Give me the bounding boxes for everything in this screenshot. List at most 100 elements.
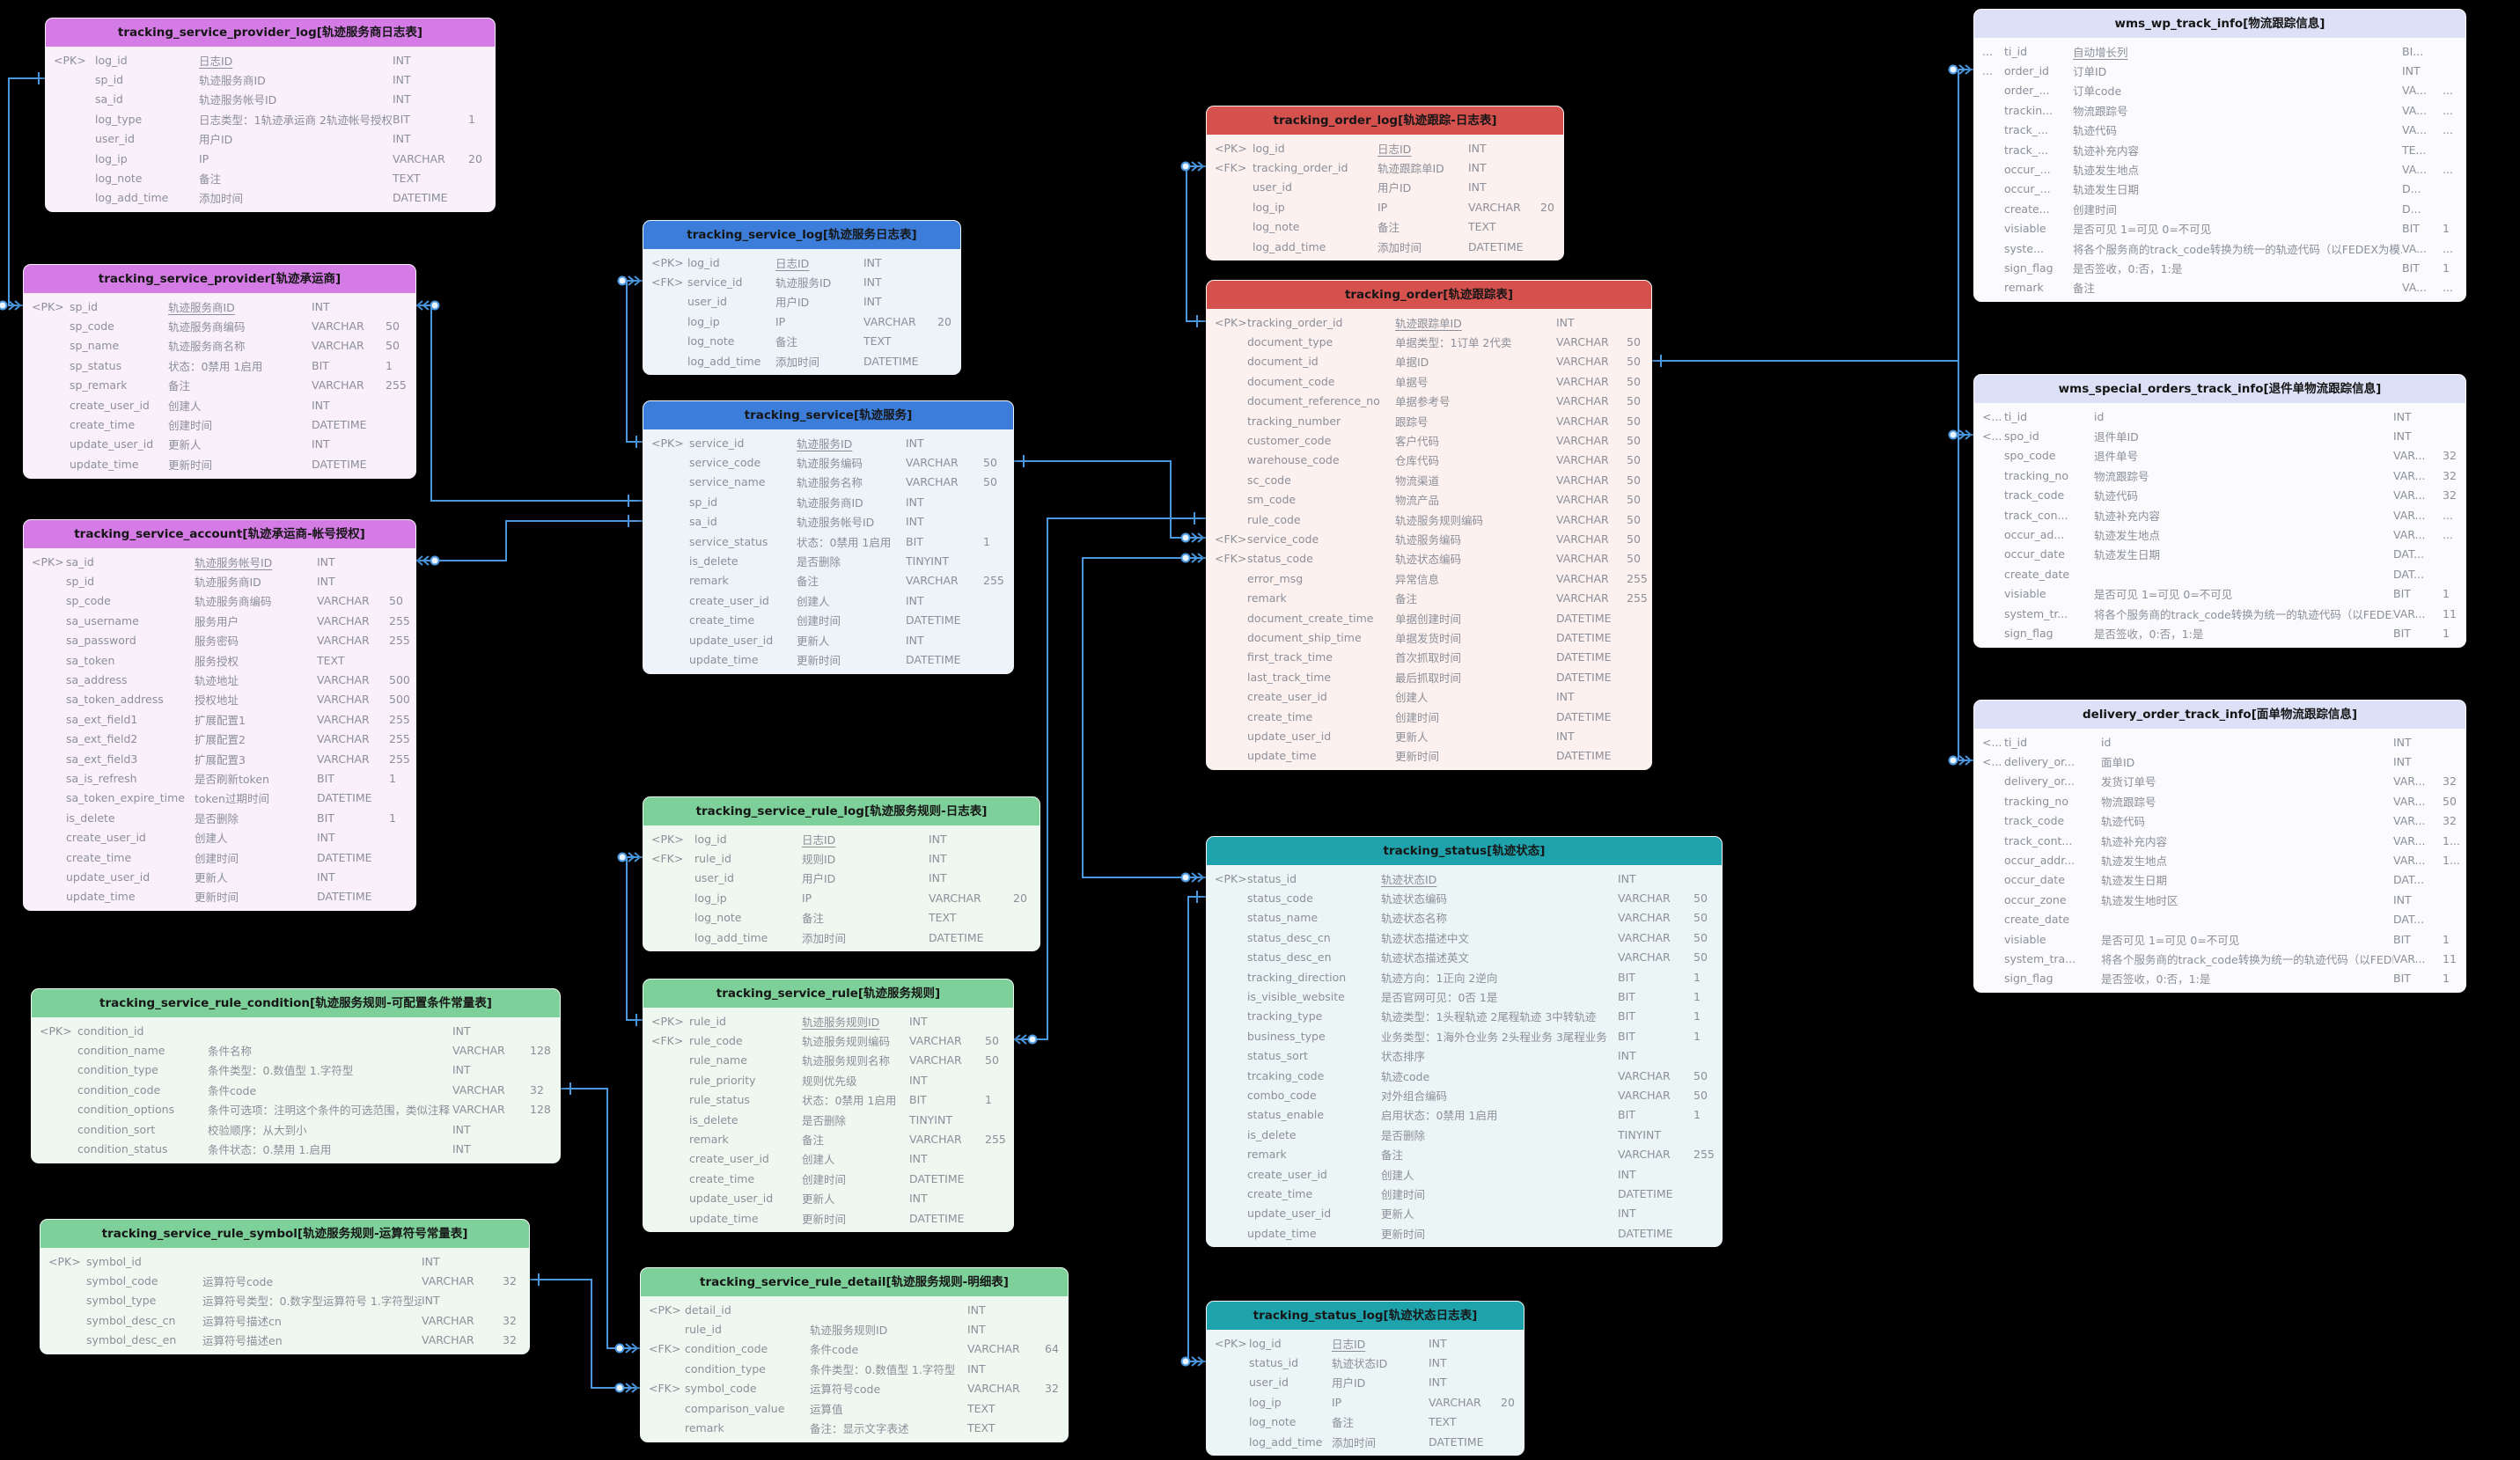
field-name: create_user_id: [1247, 1167, 1327, 1181]
table-title[interactable]: tracking_service_rule_detail[轨迹服务规则-明细表]: [641, 1268, 1068, 1296]
field-size: 1...: [2443, 833, 2460, 847]
table-title[interactable]: tracking_service_rule[轨迹服务规则]: [643, 979, 1013, 1008]
field-name: track_con...: [2004, 508, 2068, 522]
field-size: 1: [1693, 1108, 1701, 1122]
field-comment: 业务类型：1海外仓业务 2头程业务 3尾程业务: [1381, 1030, 1607, 1044]
field-type: DATETIME: [1556, 749, 1612, 763]
table-title[interactable]: wms_special_orders_track_info[退件单物流跟踪信息]: [1974, 375, 2465, 403]
field-type: INT: [967, 1302, 986, 1317]
field-type: VARCHAR: [452, 1044, 505, 1058]
table-tracking_service_rule_log[interactable]: tracking_service_rule_log[轨迹服务规则-日志表]<PK…: [643, 796, 1040, 952]
field-comment: 创建人: [797, 594, 830, 608]
field-comment: 对外组合编码: [1381, 1089, 1448, 1103]
field-type: VARCHAR: [312, 319, 364, 334]
field-name: remark: [2004, 281, 2044, 295]
field-type: DATETIME: [909, 1211, 965, 1225]
table-tracking_service_account[interactable]: tracking_service_account[轨迹承运商-帐号授权]<PK>…: [23, 519, 416, 912]
field-comment: 轨迹服务规则ID: [810, 1324, 888, 1338]
field-comment: 状态：0禁用 1启用: [168, 359, 263, 373]
field-type: INT: [452, 1063, 471, 1077]
field-type: INT: [2393, 892, 2412, 906]
field-name: service_code: [689, 456, 761, 470]
field-comment: 校验顺序：从大到小: [208, 1123, 307, 1137]
field-type: VAR...: [2393, 528, 2426, 542]
table-tracking_service_rule_symbol[interactable]: tracking_service_rule_symbol[轨迹服务规则-运算符号…: [40, 1219, 530, 1354]
field-type: VA...: [2402, 281, 2428, 295]
field-name: log_type: [95, 112, 143, 126]
table-title[interactable]: tracking_service_log[轨迹服务日志表]: [643, 221, 960, 249]
table-delivery_order_track_info[interactable]: delivery_order_track_info[面单物流跟踪信息]<...t…: [1973, 700, 2466, 994]
field-name: update_user_id: [66, 869, 151, 884]
field-size: 32: [1045, 1382, 1059, 1396]
field-comment: 轨迹服务ID: [797, 437, 853, 451]
field-comment: 更新人: [195, 870, 228, 884]
table-title[interactable]: tracking_status[轨迹状态]: [1207, 837, 1722, 865]
field-name: log_ip: [694, 891, 727, 905]
table-title[interactable]: tracking_service_rule_condition[轨迹服务规则-可…: [32, 989, 560, 1017]
field-name: sp_id: [70, 299, 99, 313]
field-type: VARCHAR: [906, 456, 959, 470]
table-title[interactable]: tracking_status_log[轨迹状态日志表]: [1207, 1302, 1524, 1330]
field-size: 50: [386, 319, 400, 334]
table-title[interactable]: tracking_service_rule_symbol[轨迹服务规则-运算符号…: [40, 1220, 529, 1248]
table-title[interactable]: tracking_order_log[轨迹跟踪-日志表]: [1207, 106, 1563, 135]
field-name: rule_name: [689, 1053, 747, 1067]
field-type: VA...: [2402, 123, 2428, 137]
field-name: create_time: [70, 418, 136, 432]
relationship-tracking_order--wms_track_info_tables: [1650, 64, 1973, 766]
field-name: sa_token_address: [66, 693, 164, 707]
table-title[interactable]: tracking_service_rule_log[轨迹服务规则-日志表]: [643, 797, 1040, 825]
table-wms_special_orders_track_info[interactable]: wms_special_orders_track_info[退件单物流跟踪信息]…: [1973, 374, 2466, 648]
table-title[interactable]: tracking_order[轨迹跟踪表]: [1207, 281, 1651, 309]
field-size: 32: [2443, 774, 2457, 789]
table-title[interactable]: tracking_service_account[轨迹承运商-帐号授权]: [24, 520, 415, 548]
field-name: user_id: [95, 132, 135, 146]
table-tracking_service_provider_log[interactable]: tracking_service_provider_log[轨迹服务商日志表]<…: [45, 18, 496, 213]
table-tracking_service_rule_condition[interactable]: tracking_service_rule_condition[轨迹服务规则-可…: [31, 988, 561, 1163]
field-name: order_...: [2004, 84, 2050, 98]
table-tracking_service_rule[interactable]: tracking_service_rule[轨迹服务规则]<PK>rule_id…: [643, 979, 1014, 1233]
field-name: log_add_time: [1249, 1434, 1323, 1449]
table-title[interactable]: delivery_order_track_info[面单物流跟踪信息]: [1974, 701, 2465, 729]
table-tracking_service_provider[interactable]: tracking_service_provider[轨迹承运商]<PK>sp_i…: [23, 264, 416, 479]
field-type: DATETIME: [393, 191, 448, 205]
field-size: 1: [1693, 970, 1701, 984]
table-title[interactable]: tracking_service_provider_log[轨迹服务商日志表]: [46, 18, 495, 47]
table-title[interactable]: tracking_service[轨迹服务]: [643, 401, 1013, 429]
table-tracking_order[interactable]: tracking_order[轨迹跟踪表]<PK>tracking_order_…: [1206, 280, 1652, 770]
field-name: condition_options: [77, 1103, 175, 1117]
field-name: rule_id: [685, 1323, 722, 1337]
field-type: VARCHAR: [1468, 200, 1521, 214]
field-type: TEXT: [929, 911, 957, 925]
field-type: VAR...: [2393, 951, 2426, 965]
field-name: occur_ad...: [2004, 528, 2065, 542]
table-title[interactable]: tracking_service_provider[轨迹承运商]: [24, 265, 415, 293]
field-type: INT: [967, 1323, 986, 1337]
field-comment: 更新时间: [168, 458, 213, 472]
table-title[interactable]: wms_wp_track_info[物流跟踪信息]: [1974, 10, 2465, 38]
field-type: INT: [906, 593, 924, 607]
table-tracking_service_rule_detail[interactable]: tracking_service_rule_detail[轨迹服务规则-明细表]…: [640, 1267, 1069, 1442]
